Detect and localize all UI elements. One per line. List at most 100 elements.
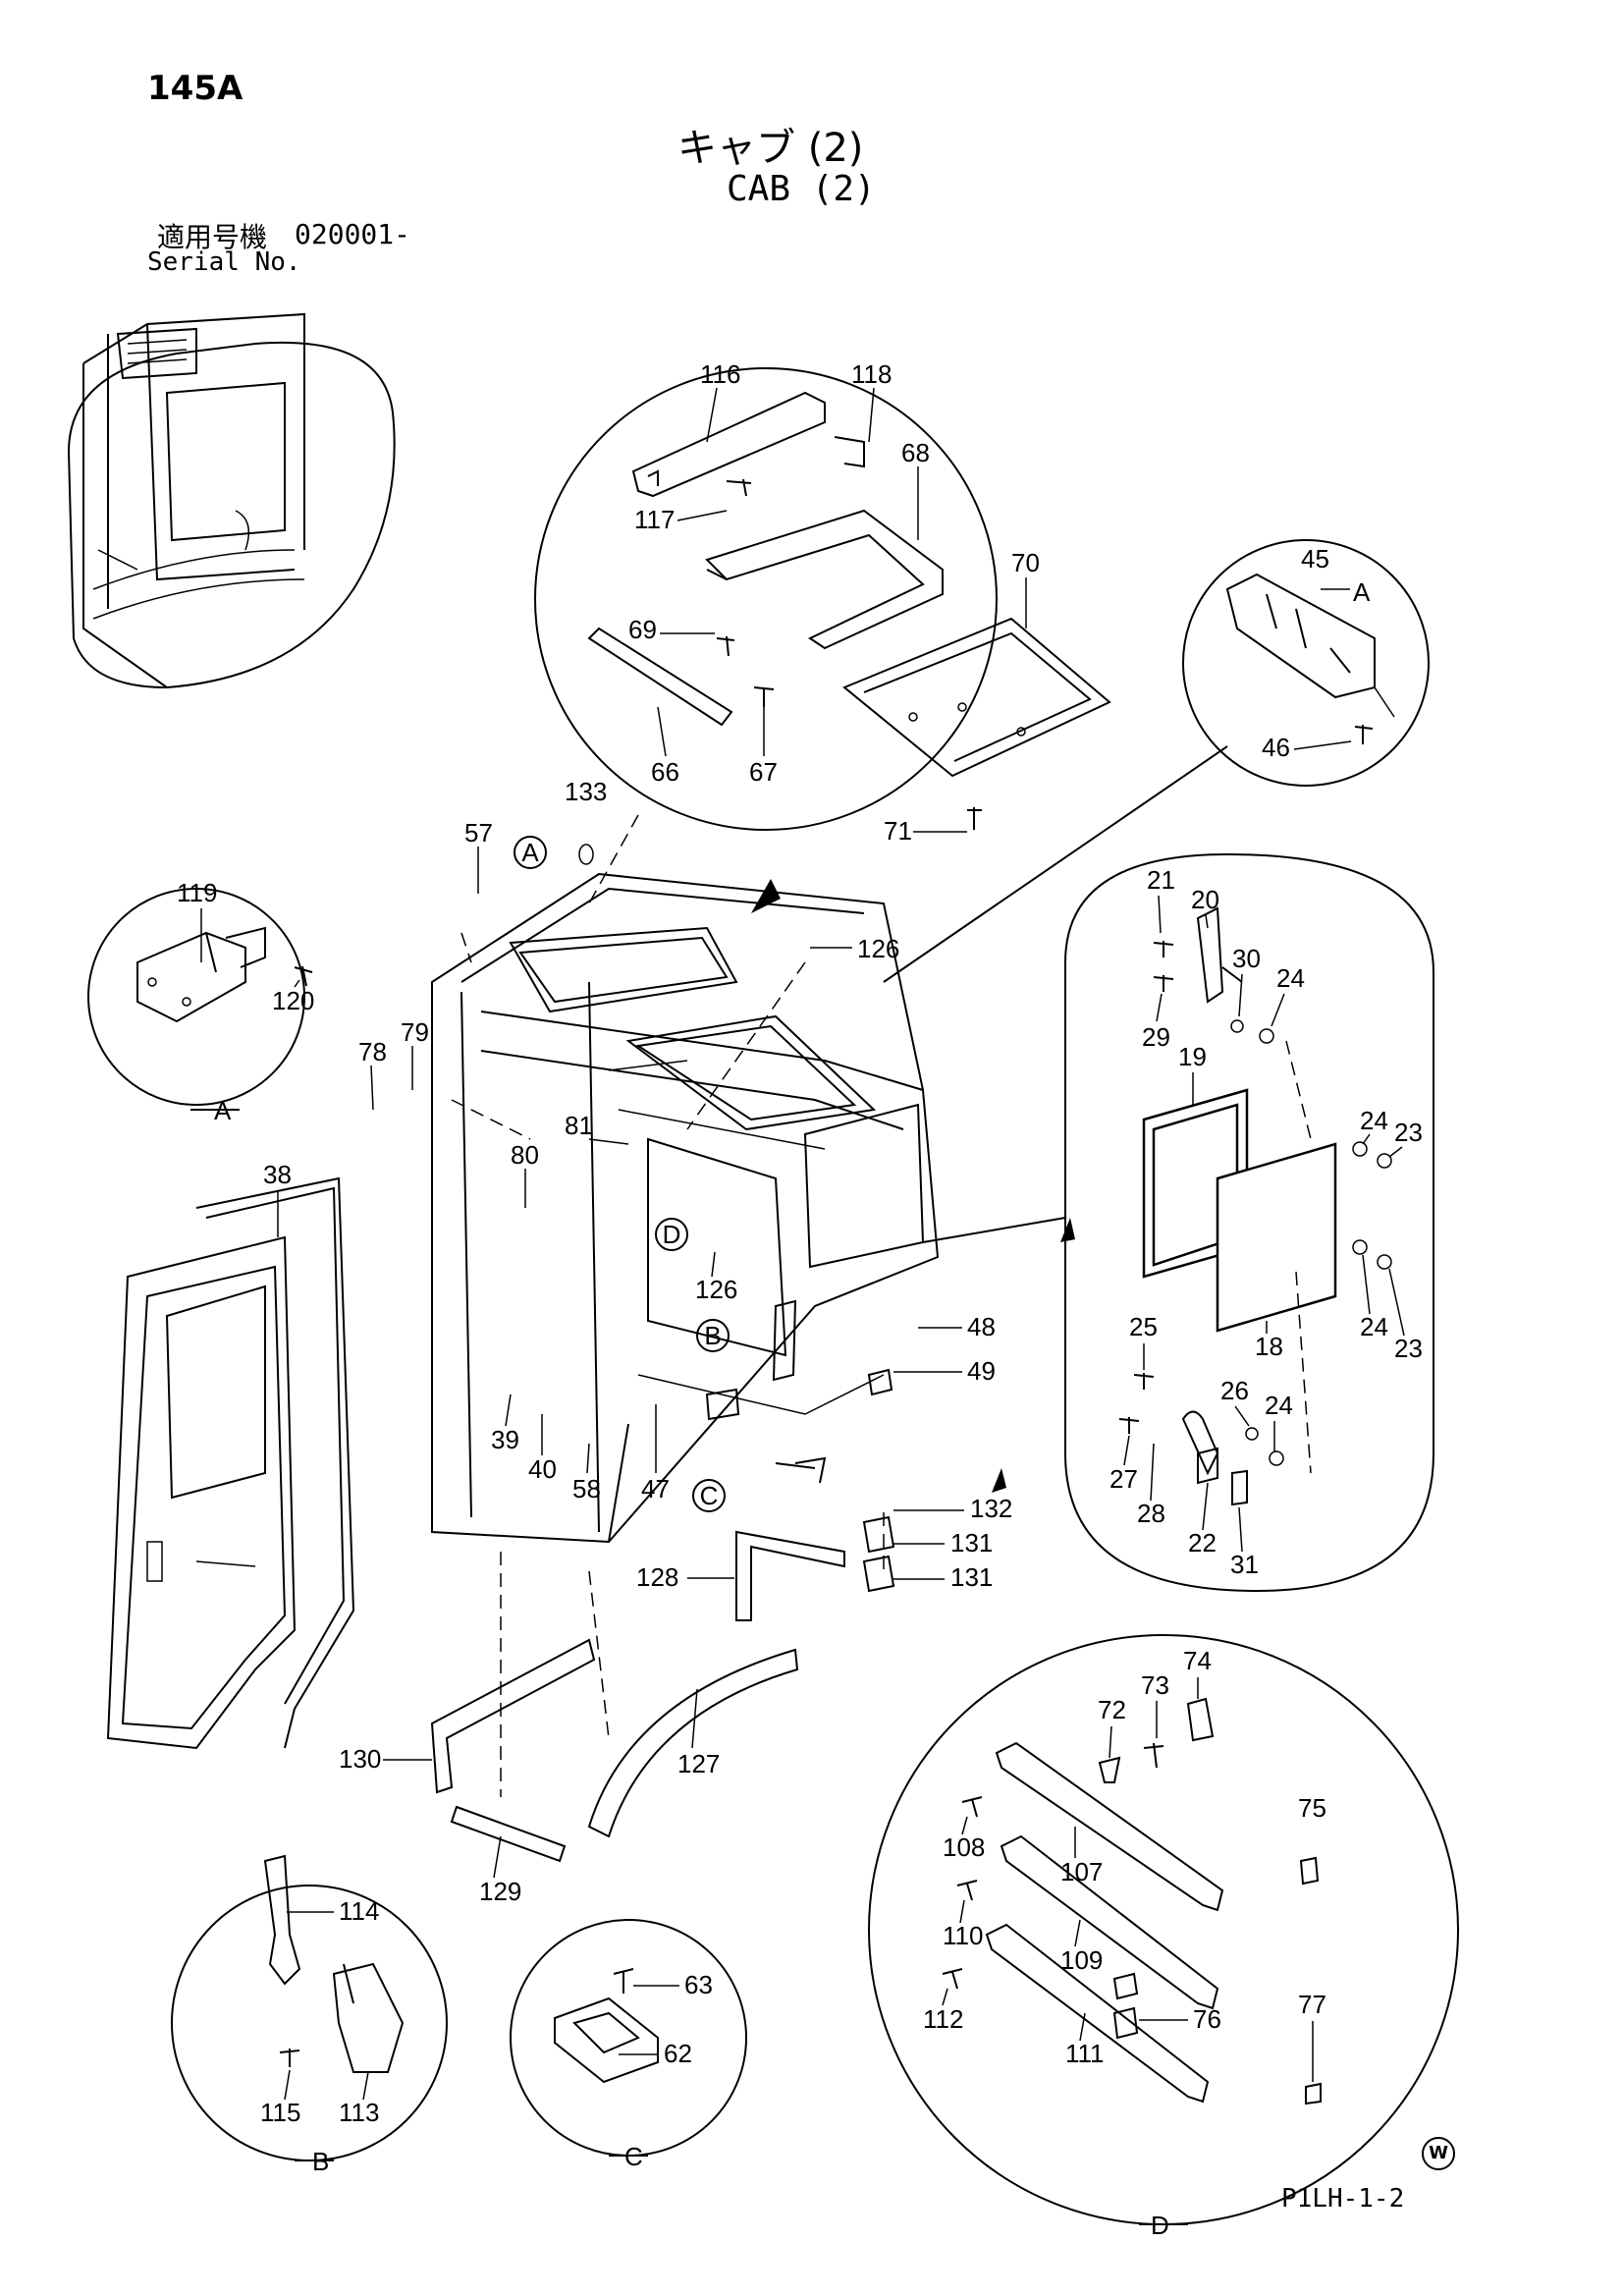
detail-circle-a-light	[1182, 539, 1430, 787]
callout-67: 67	[749, 757, 778, 787]
detail-c-ref-label: C	[624, 2142, 643, 2171]
leader-to-filter-detail	[922, 1217, 1066, 1243]
callout-114: 114	[339, 1896, 379, 1926]
callout-112: 112	[923, 2004, 963, 2034]
callout-30: 30	[1232, 944, 1261, 973]
callout-66: 66	[651, 757, 679, 787]
callout-71: 71	[884, 816, 912, 846]
callout-58: 58	[572, 1474, 601, 1503]
callout-80: 80	[511, 1140, 539, 1170]
callout-24-b: 24	[1360, 1106, 1388, 1135]
callout-57: 57	[464, 818, 493, 847]
callout-118: 118	[851, 359, 892, 389]
callout-128: 128	[636, 1562, 678, 1592]
callout-62: 62	[664, 2039, 692, 2068]
callout-119: 119	[177, 878, 217, 907]
view-marker-d-text: D	[663, 1220, 681, 1249]
detail-circle-a-wiper-motor	[87, 888, 313, 1106]
callout-39: 39	[491, 1425, 519, 1454]
callout-107: 107	[1060, 1857, 1103, 1886]
callout-19: 19	[1178, 1042, 1207, 1071]
callout-22: 22	[1188, 1528, 1217, 1558]
callout-127: 127	[677, 1749, 720, 1778]
detail-b-ref-label: B	[312, 2147, 329, 2176]
serial-label-en: Serial No.	[147, 247, 301, 277]
detail-circle-b-lock	[171, 1854, 448, 2161]
callout-126: 126	[857, 934, 899, 963]
callout-129: 129	[479, 1877, 521, 1906]
callout-48: 48	[967, 1312, 996, 1341]
callout-133: 133	[565, 777, 607, 806]
detail-d-ref-label: D	[1151, 2211, 1169, 2240]
callout-120: 120	[272, 986, 314, 1015]
callout-108: 108	[943, 1832, 985, 1862]
callout-18: 18	[1255, 1332, 1283, 1361]
view-marker-d: D	[655, 1218, 688, 1251]
callout-131-b: 131	[950, 1562, 993, 1592]
callout-115: 115	[260, 2098, 300, 2127]
detail-circle-c-striker	[510, 1919, 747, 2157]
callout-28: 28	[1137, 1499, 1165, 1528]
copyright-mark: W	[1422, 2137, 1455, 2170]
detail-a-ref-label-2: A	[1353, 577, 1371, 607]
callout-81: 81	[565, 1111, 593, 1140]
callout-23-a: 23	[1394, 1118, 1423, 1147]
page-title-en: CAB (2)	[727, 169, 876, 209]
cab-door	[106, 1176, 355, 1750]
callout-63: 63	[684, 1970, 713, 1999]
callout-27: 27	[1109, 1464, 1138, 1494]
callout-31: 31	[1230, 1550, 1259, 1579]
cab-thumbnail	[67, 312, 396, 689]
page-number: 145A	[147, 69, 243, 108]
callout-74: 74	[1183, 1646, 1212, 1675]
detail-circle-roof	[534, 367, 1111, 831]
detail-circle-d-stays	[868, 1634, 1459, 2225]
view-marker-c: C	[692, 1479, 726, 1512]
callout-38: 38	[263, 1160, 292, 1189]
callout-77: 77	[1298, 1990, 1326, 2019]
callout-110: 110	[943, 1921, 983, 1950]
view-marker-c-text: C	[700, 1481, 719, 1510]
callout-79: 79	[401, 1017, 429, 1047]
callout-109: 109	[1060, 1945, 1103, 1975]
callout-26: 26	[1220, 1376, 1249, 1405]
part-callouts: 116 118 68 117 70 69 66 67 71 45 46 133 …	[177, 359, 1423, 2127]
cab-leader-lines	[451, 814, 1075, 1797]
callout-73: 73	[1141, 1670, 1169, 1700]
callout-132: 132	[970, 1494, 1012, 1523]
serial-label-jp: 適用号機	[157, 221, 268, 253]
callout-111: 111	[1065, 2039, 1105, 2068]
callout-113: 113	[339, 2098, 379, 2127]
callout-130: 130	[339, 1744, 381, 1774]
leader-to-a-detail	[883, 745, 1228, 983]
callout-49: 49	[967, 1356, 996, 1386]
drawing-code: P1LH-1-2	[1281, 2184, 1405, 2214]
callout-117: 117	[634, 505, 675, 534]
cab-seals	[430, 1515, 895, 1863]
callout-70: 70	[1011, 548, 1040, 577]
callout-126-b: 126	[695, 1275, 737, 1304]
callout-75: 75	[1298, 1793, 1326, 1823]
page-title-jp: キャブ (2)	[677, 126, 864, 171]
callout-76: 76	[1193, 2004, 1221, 2034]
view-marker-b: B	[696, 1319, 730, 1352]
callout-116: 116	[700, 359, 740, 389]
detail-a-ref-label: A	[214, 1096, 232, 1125]
callout-45: 45	[1301, 544, 1329, 574]
callout-40: 40	[528, 1454, 557, 1484]
callout-131-a: 131	[950, 1528, 993, 1558]
detail-circle-filter	[1064, 852, 1434, 1593]
callout-78: 78	[358, 1037, 387, 1066]
callout-24-c: 24	[1360, 1312, 1388, 1341]
callout-20: 20	[1191, 885, 1219, 914]
callout-24-a: 24	[1276, 963, 1305, 993]
callout-68: 68	[901, 438, 930, 467]
view-marker-a-text: A	[521, 838, 539, 867]
callout-25: 25	[1129, 1312, 1158, 1341]
callout-21: 21	[1147, 865, 1175, 895]
callout-47: 47	[641, 1474, 670, 1503]
serial-code: 020001-	[295, 218, 411, 250]
callout-29: 29	[1142, 1022, 1170, 1052]
